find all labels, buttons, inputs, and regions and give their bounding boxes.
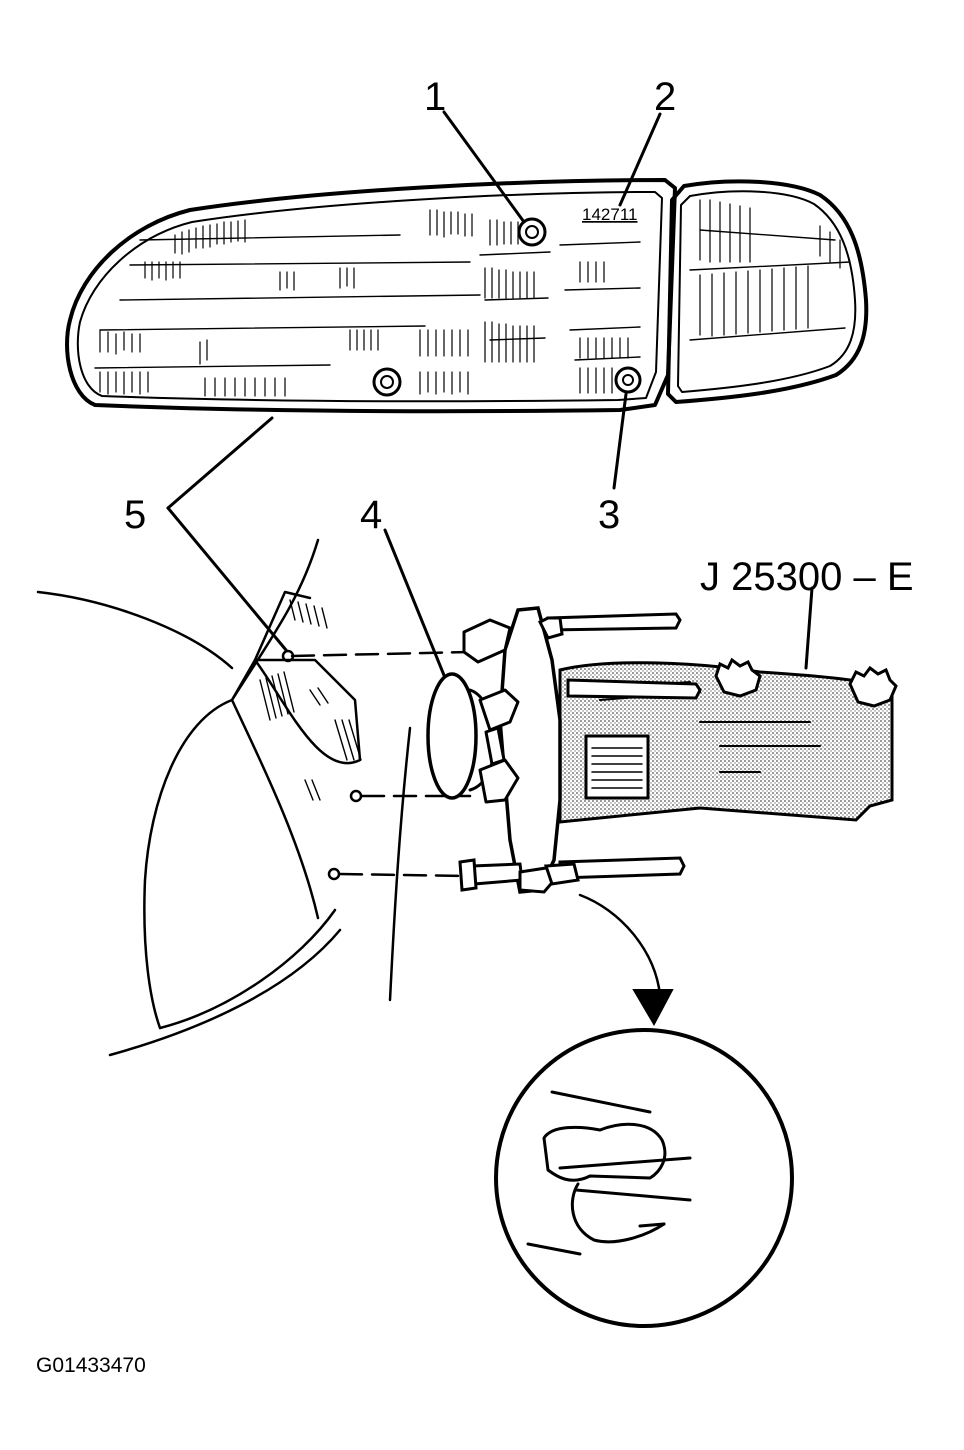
- headlamp-assembly: 142711: [65, 178, 869, 414]
- installed-headlamp: [259, 599, 362, 801]
- lens-part-number: 142711: [582, 205, 637, 224]
- adjuster-screw-lower: [372, 367, 402, 397]
- middle-rod: [566, 678, 702, 700]
- figure-id: G01433470: [36, 1354, 146, 1377]
- tool-label: J 25300 – E: [700, 555, 914, 599]
- headlamp-aimer-tool: [426, 606, 898, 894]
- callout-5: 5: [124, 493, 146, 537]
- lower-rod: [458, 856, 686, 894]
- side-marker-lens: [666, 179, 869, 404]
- detail-view-circle: [494, 1028, 794, 1328]
- detail-arrow: [578, 893, 674, 1027]
- upper-rod: [537, 612, 682, 640]
- alignment-dashed-lines: [290, 650, 472, 878]
- headlamp-lens: [65, 178, 677, 414]
- adjuster-screw-vertical: [517, 217, 547, 247]
- adjuster-screw-horizontal: [614, 366, 642, 394]
- callout-4: 4: [360, 493, 382, 537]
- callout-1: 1: [424, 75, 446, 119]
- callout-2: 2: [654, 75, 676, 119]
- adjustment-knob-left: [714, 657, 762, 698]
- lens-texture: [94, 229, 851, 369]
- mounting-plate: [498, 606, 562, 894]
- callout-3: 3: [598, 493, 620, 537]
- adjustment-knob-right: [848, 665, 898, 708]
- vehicle-front-body: [36, 538, 412, 1057]
